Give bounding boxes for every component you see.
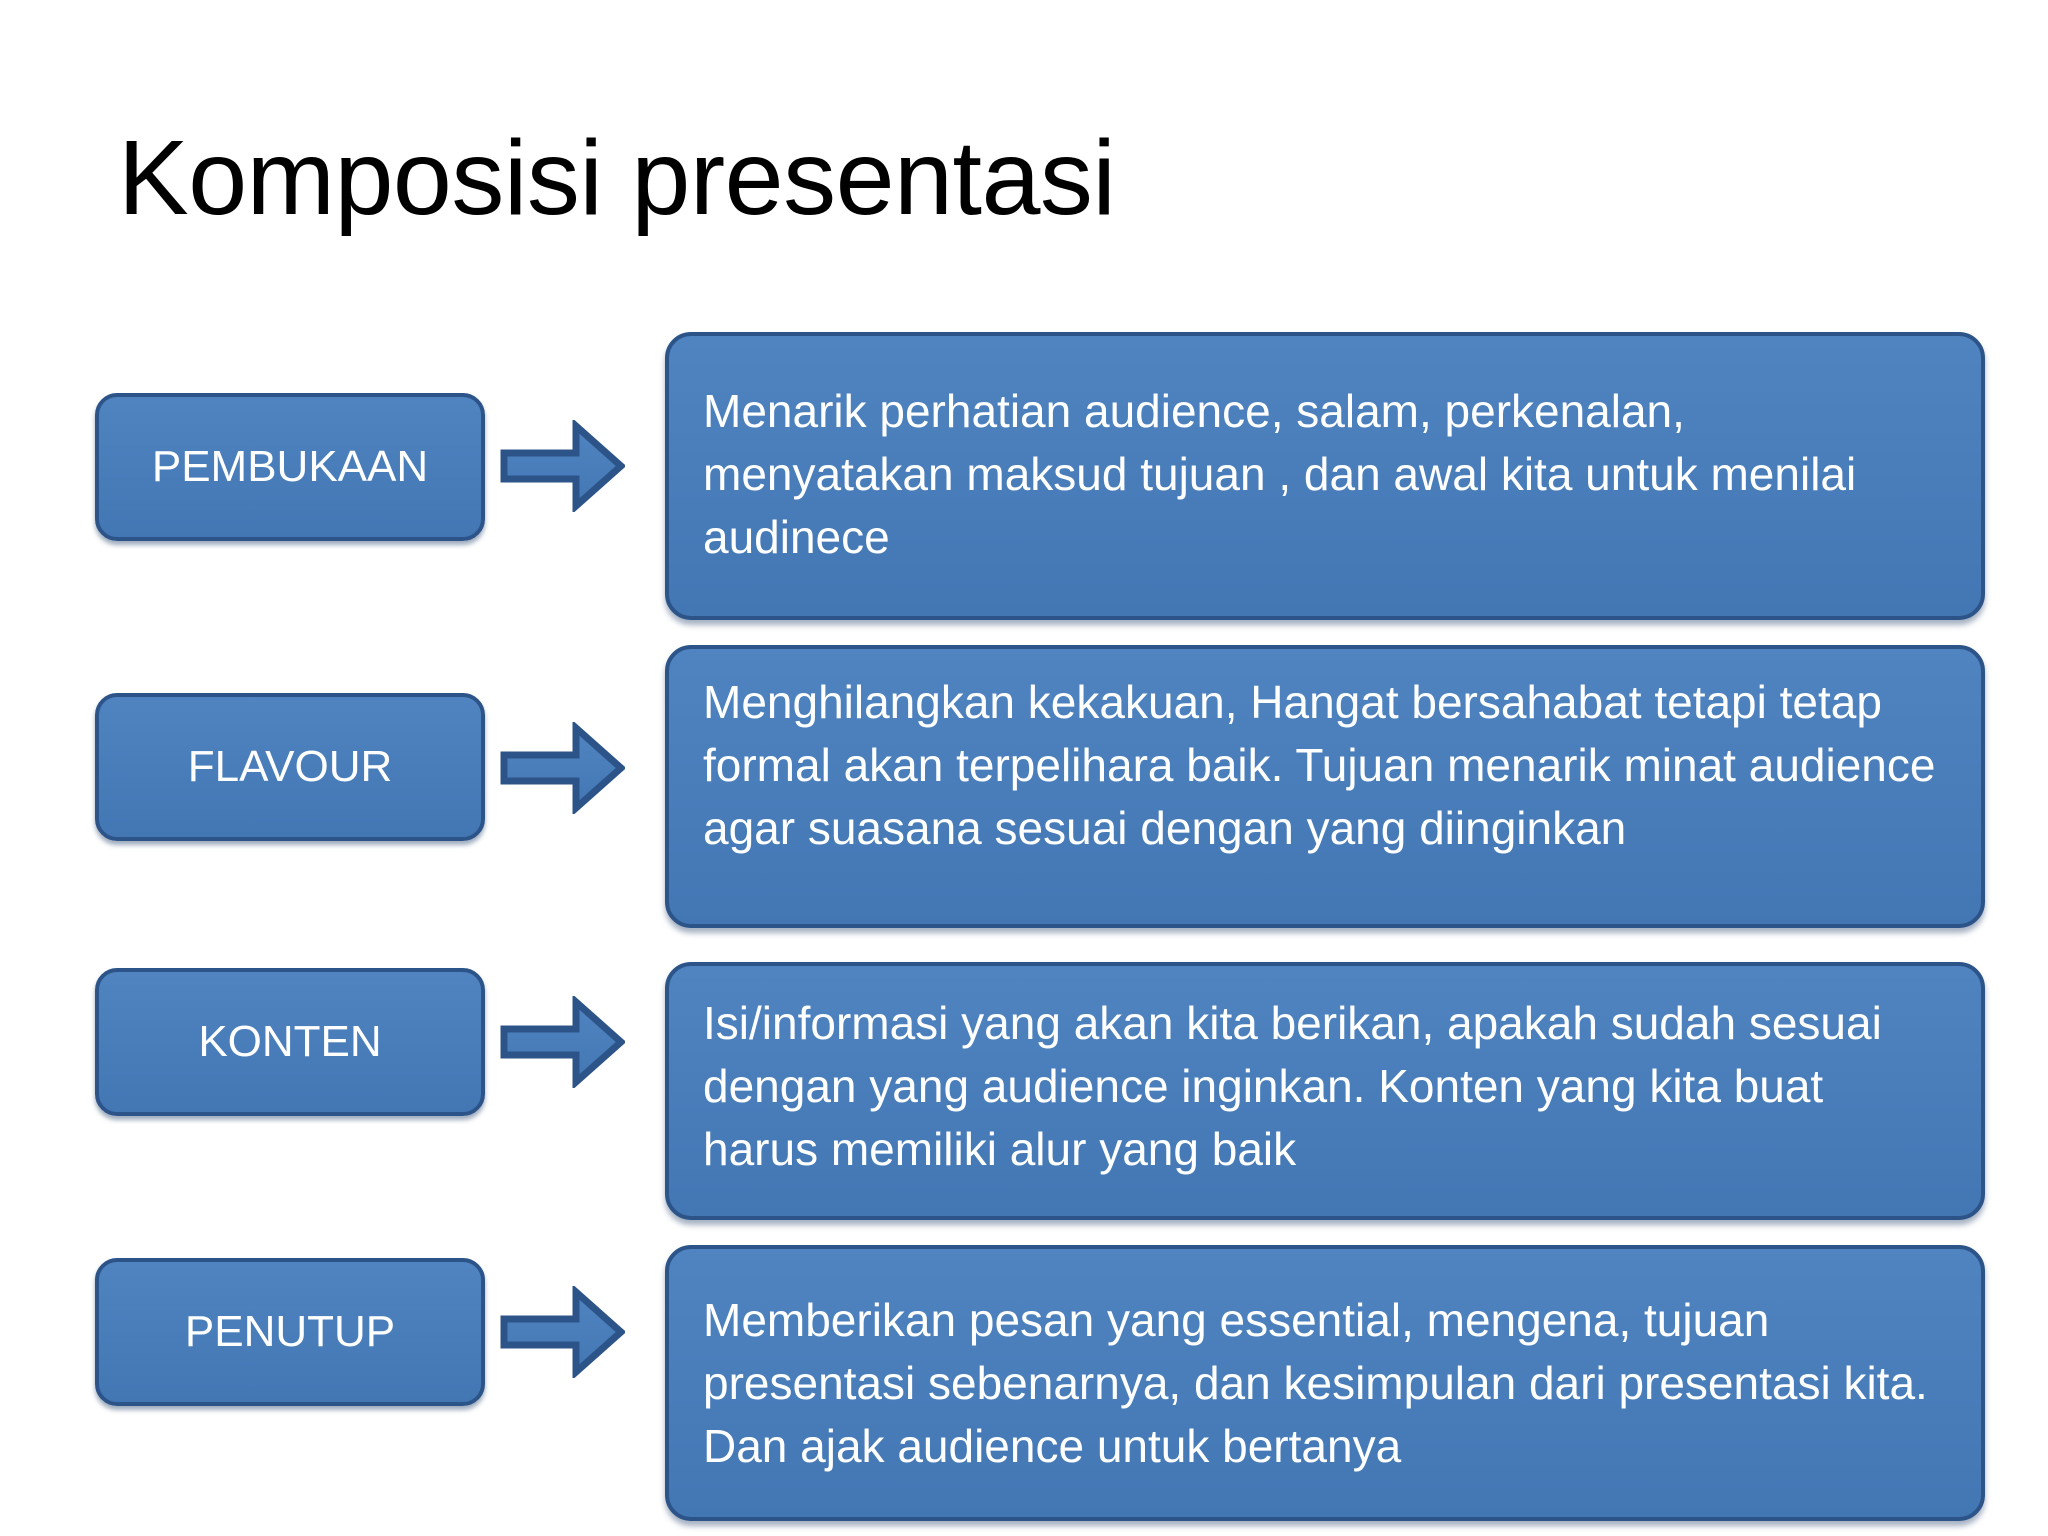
label-box-text: PENUTUP bbox=[184, 1307, 396, 1356]
label-box-konten[interactable]: KONTEN bbox=[95, 968, 485, 1116]
content-box-text: Menghilangkan kekakuan, Hangat bersahaba… bbox=[703, 676, 1936, 854]
page-title: Komposisi presentasi bbox=[118, 119, 1116, 237]
content-box-konten[interactable]: Isi/informasi yang akan kita berikan, ap… bbox=[665, 962, 1985, 1220]
right-arrow-icon bbox=[500, 420, 625, 512]
content-box-flavour[interactable]: Menghilangkan kekakuan, Hangat bersahaba… bbox=[665, 645, 1985, 928]
content-box-text: Memberikan pesan yang essential, mengena… bbox=[703, 1294, 1928, 1472]
label-box-penutup[interactable]: PENUTUP bbox=[95, 1258, 485, 1406]
content-box-text: Isi/informasi yang akan kita berikan, ap… bbox=[703, 997, 1882, 1175]
label-box-text: PEMBUKAAN bbox=[151, 442, 429, 491]
content-box-text: Menarik perhatian audience, salam, perke… bbox=[703, 385, 1857, 563]
right-arrow-icon bbox=[500, 996, 625, 1088]
right-arrow-icon bbox=[500, 722, 625, 814]
right-arrow-icon bbox=[500, 1286, 625, 1378]
content-box-penutup[interactable]: Memberikan pesan yang essential, mengena… bbox=[665, 1245, 1985, 1521]
label-box-text: FLAVOUR bbox=[187, 742, 393, 791]
content-box-pembukaan[interactable]: Menarik perhatian audience, salam, perke… bbox=[665, 332, 1985, 620]
label-box-text: KONTEN bbox=[198, 1017, 382, 1066]
label-box-flavour[interactable]: FLAVOUR bbox=[95, 693, 485, 841]
label-box-pembukaan[interactable]: PEMBUKAAN bbox=[95, 393, 485, 541]
